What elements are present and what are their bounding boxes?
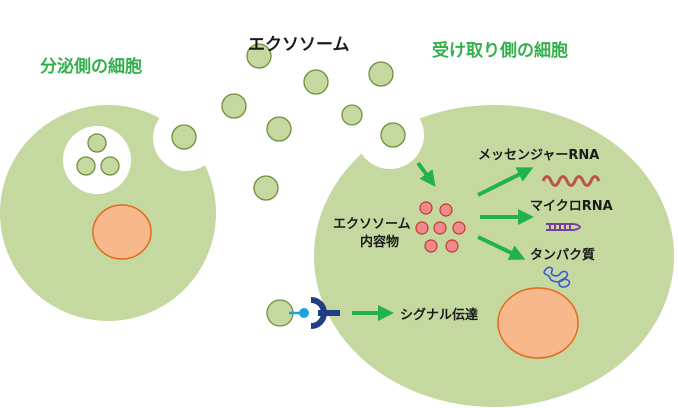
folded-protein-icon <box>543 266 571 288</box>
protein-label: タンパク質 <box>530 248 596 263</box>
intraluminal-vesicle <box>76 156 96 176</box>
intraluminal-vesicle <box>87 133 107 153</box>
hairpin-rna-icon <box>546 223 581 231</box>
exosome-vesicle <box>303 69 329 95</box>
content-particle <box>415 221 429 235</box>
exosome-vesicle <box>368 61 394 87</box>
mrna-label: メッセンジャーRNA <box>478 148 600 163</box>
content-particle <box>445 239 459 253</box>
secreting-cell-label: 分泌側の細胞 <box>40 57 142 77</box>
exosome-label: エクソソーム <box>248 35 350 55</box>
arrow-to-protein <box>477 235 526 260</box>
receptor-tail <box>318 310 340 316</box>
exosome-contents-label-line1: エクソソーム <box>333 217 411 232</box>
signaling-label: シグナル伝達 <box>400 308 479 323</box>
exosome-vesicle <box>266 116 292 142</box>
exosome-vesicle <box>380 122 406 148</box>
microrna-label: マイクロRNA <box>530 199 613 214</box>
multivesicular-body <box>63 126 131 194</box>
content-particle <box>452 221 466 235</box>
exosome-vesicle <box>341 104 363 126</box>
content-particle <box>424 239 438 253</box>
ligand <box>299 308 309 318</box>
intraluminal-vesicle <box>100 156 120 176</box>
exosome-vesicle <box>221 93 247 119</box>
exosome-vesicle <box>171 124 197 150</box>
uptake-arrow <box>416 161 436 187</box>
arrow-to-mrna <box>477 167 534 197</box>
exosome-vesicle <box>246 43 272 69</box>
content-particle <box>439 203 453 217</box>
secreting-nucleus <box>92 204 152 260</box>
receiving-cell-label: 受け取り側の細胞 <box>432 41 568 61</box>
wavy-strand-icon <box>541 175 601 187</box>
exosome-vesicle <box>253 175 279 201</box>
exosome-contents-label-line2: 内容物 <box>360 235 400 250</box>
content-particle <box>419 201 433 215</box>
content-particle <box>433 221 447 235</box>
receiving-nucleus <box>497 287 579 359</box>
